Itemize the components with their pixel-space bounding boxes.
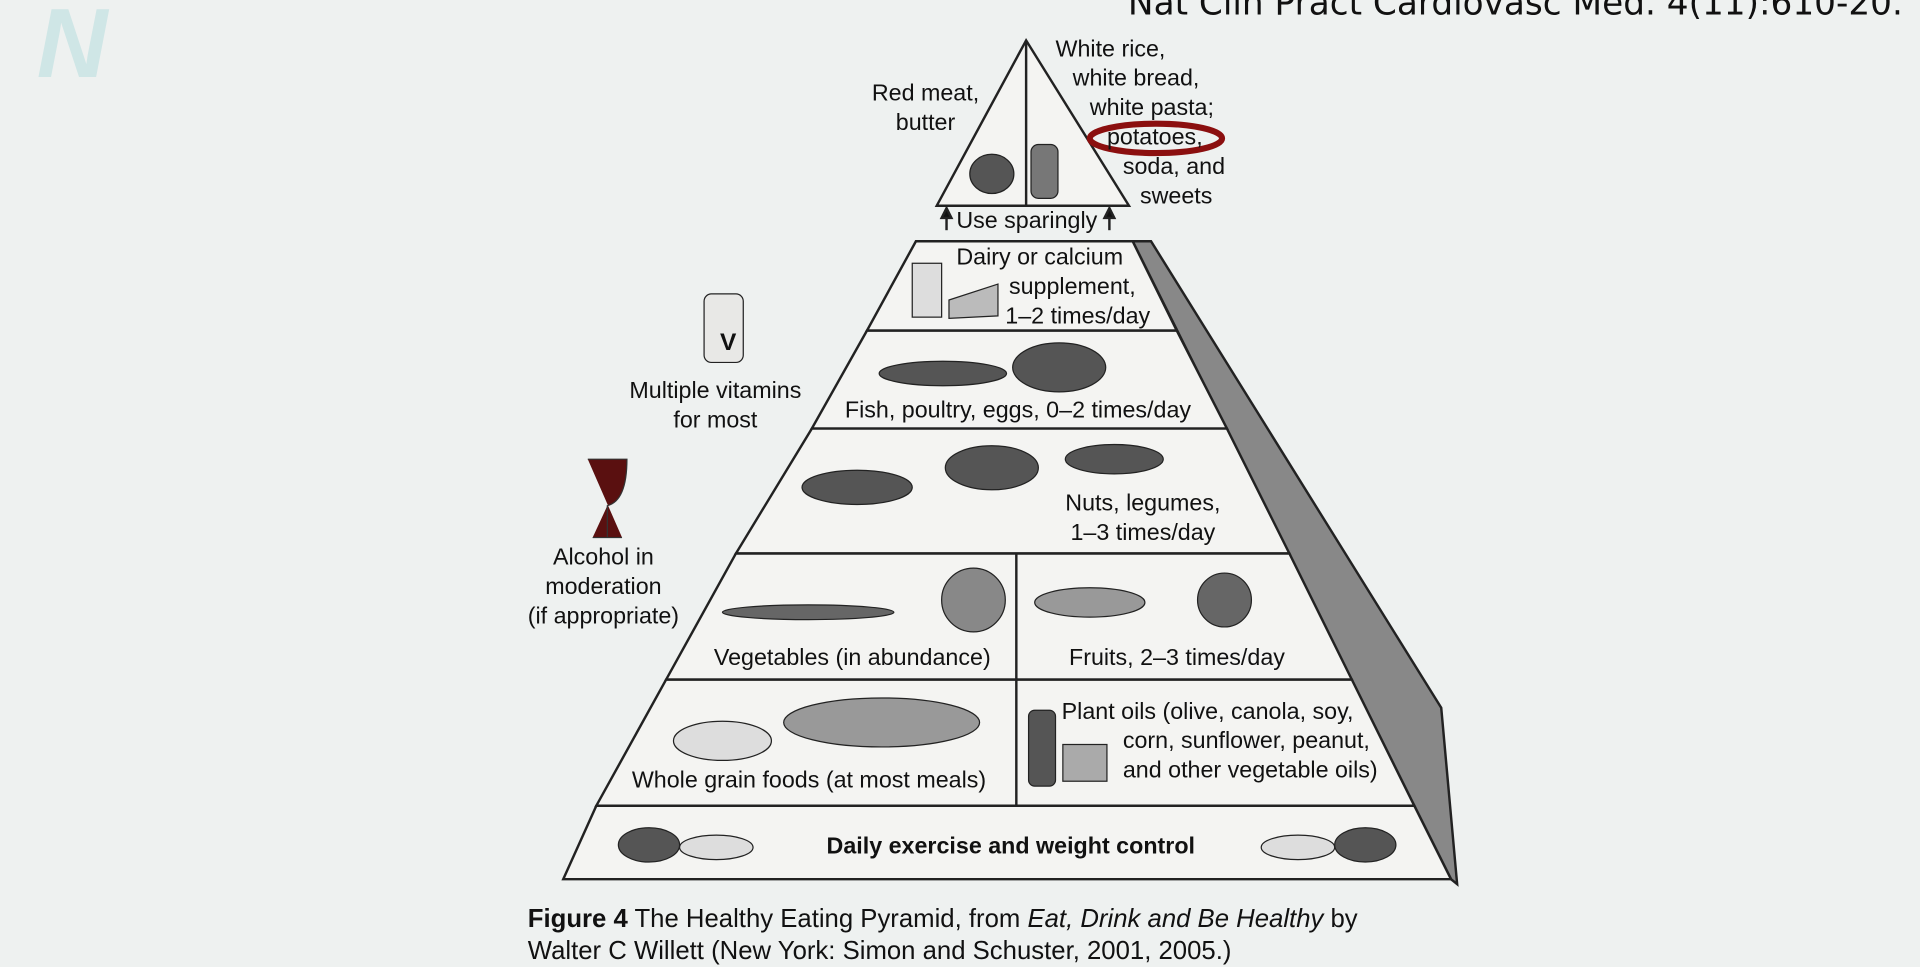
figure-caption: Figure 4 The Healthy Eating Pyramid, fro… — [528, 904, 1358, 967]
base-label: Daily exercise and weight control — [826, 833, 1196, 860]
carrot-icon — [721, 604, 895, 621]
label-line: Plant oils (olive, canola, soy, — [1061, 699, 1354, 725]
logo: N — [36, 0, 108, 98]
nuts-label: Nuts, legumes, 1–3 times/day — [1065, 490, 1220, 549]
legumes-icon — [944, 445, 1039, 491]
meat-icon — [969, 153, 1015, 195]
oil-bottle-icon — [1027, 709, 1057, 787]
label-line: butter — [895, 110, 956, 136]
label-line: white pasta; — [1089, 95, 1214, 122]
grain-icon — [783, 697, 981, 748]
shoe-right-icon — [1260, 834, 1336, 861]
bread-icon — [1030, 143, 1059, 199]
caption-line-2: Walter C Willett (New York: Simon and Sc… — [527, 936, 1232, 965]
vitamin-label: V — [720, 329, 737, 357]
label-line: and other vegetable oils) — [1122, 757, 1378, 784]
caption-label: Figure 4 — [527, 904, 628, 934]
label-line: White rice, — [1055, 36, 1166, 63]
citation: Nat Clin Pract Cardiovasc Med. 4(11):610… — [1127, 0, 1903, 24]
shoe-left-icon — [678, 834, 754, 861]
label-line: for most — [673, 407, 758, 434]
dairy-label: Dairy or calcium supplement, 1–2 times/d… — [956, 244, 1150, 332]
label-line: Alcohol in — [552, 544, 654, 571]
nuts-icon — [801, 469, 913, 506]
top-left-label: Red meat, butter — [872, 80, 979, 139]
label-line: Red meat, — [871, 80, 980, 107]
caption-book-title: Eat, Drink and Be Healthy — [1027, 904, 1324, 934]
grapes-icon — [1196, 572, 1253, 628]
fruits-label: Fruits, 2–3 times/day — [1068, 645, 1285, 672]
potatoes-highlight-circle — [1086, 120, 1226, 157]
oils-label: Plant oils (olive, canola, soy, corn, su… — [1062, 698, 1378, 786]
dumbbell-left-icon — [617, 827, 681, 863]
fish-icon — [878, 360, 1008, 387]
label-line: 1–2 times/day — [1005, 303, 1151, 330]
label-line: corn, sunflower, peanut, — [1122, 728, 1370, 755]
alcohol-label: Alcohol in moderation (if appropriate) — [528, 544, 679, 632]
label-line: white bread, — [1072, 66, 1200, 92]
beans-icon — [1064, 443, 1164, 475]
label-line: (if appropriate) — [527, 603, 680, 630]
label-line: Dairy or calcium — [956, 244, 1124, 271]
top-right-label: White rice, white bread, white pasta; po… — [1056, 36, 1226, 212]
vitamins-label: Multiple vitamins for most — [629, 377, 801, 436]
grains-label: Whole grain foods (at most meals) — [631, 767, 987, 794]
oil-cup-icon — [1062, 743, 1108, 782]
cheese-icon — [948, 283, 999, 320]
wine-glass-icon — [587, 458, 628, 539]
label-line: supplement, — [1008, 274, 1136, 301]
label-line: sweets — [1140, 183, 1213, 210]
label-line: soda, and — [1122, 154, 1226, 181]
vegetables-label: Vegetables (in abundance) — [713, 645, 991, 672]
bowl-icon — [672, 720, 773, 762]
tier-base — [561, 804, 1454, 881]
use-sparingly-label: Use sparingly — [956, 208, 1098, 234]
cabbage-icon — [941, 567, 1006, 633]
potatoes-label: potatoes, — [1106, 124, 1203, 151]
fish-label: Fish, poultry, eggs, 0–2 times/day — [844, 397, 1192, 424]
label-line: moderation — [545, 574, 662, 601]
vitamin-bottle-icon — [703, 293, 744, 364]
label-line: Nuts, legumes, — [1065, 491, 1221, 517]
label-line: 1–3 times/day — [1070, 520, 1216, 547]
poultry-icon — [1012, 342, 1107, 393]
caption-text: by — [1323, 904, 1358, 934]
caption-text: The Healthy Eating Pyramid, from — [627, 904, 1028, 934]
milk-glass-icon — [911, 262, 943, 318]
label-line: Multiple vitamins — [629, 378, 802, 405]
dumbbell-right-icon — [1334, 827, 1397, 863]
food-illustrations — [587, 143, 1397, 863]
banana-icon — [1034, 587, 1146, 618]
